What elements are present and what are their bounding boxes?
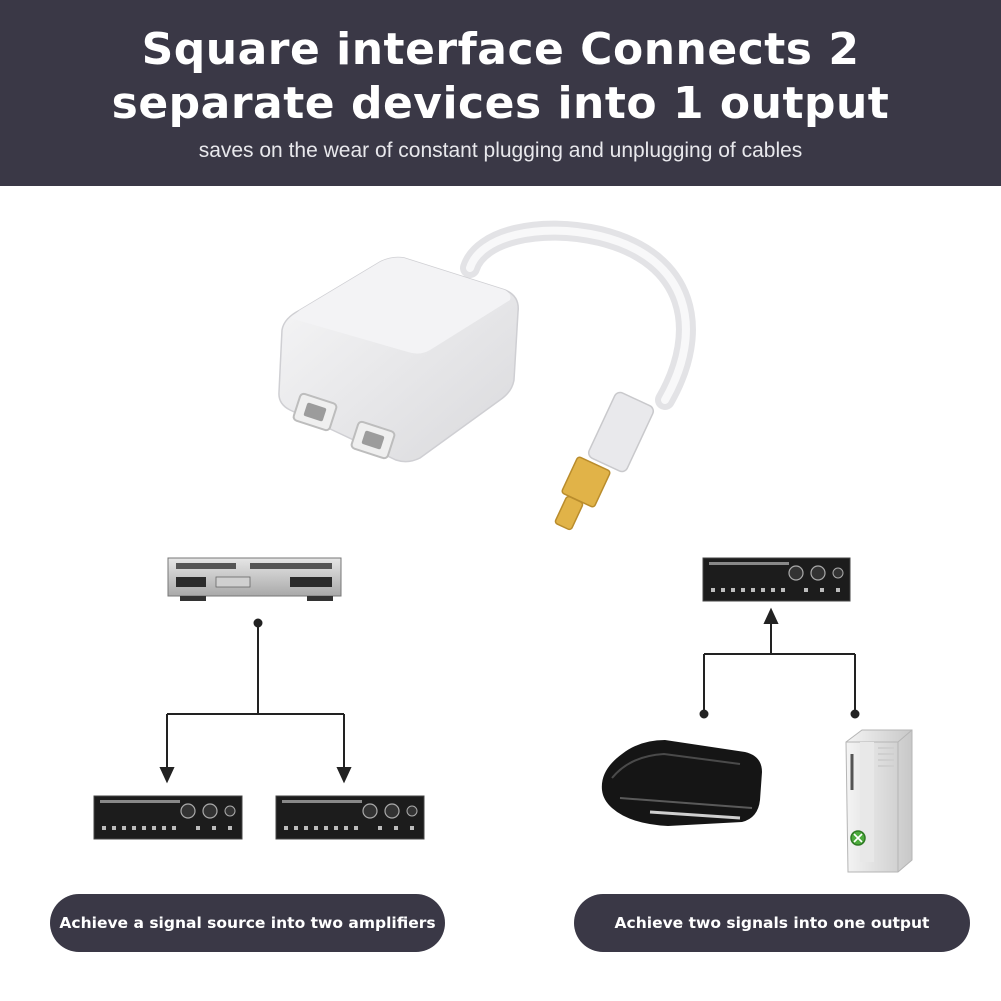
header-banner: Square interface Connects 2 separate dev… xyxy=(0,0,1001,186)
headline-line-1: Square interface Connects 2 xyxy=(141,24,860,75)
amplifier-icon xyxy=(702,557,851,602)
subheadline: saves on the wear of constant plugging a… xyxy=(198,139,803,162)
headline-line-2: separate devices into 1 output xyxy=(111,78,890,129)
game-console-icon xyxy=(601,740,762,826)
split-connector-lines xyxy=(159,618,352,784)
amplifier-icon xyxy=(93,795,243,840)
caption-two-signals-one-output: Achieve two signals into one output xyxy=(574,894,970,952)
caption-signal-to-two-amplifiers: Achieve a signal source into two amplifi… xyxy=(50,894,445,952)
amplifier-icon xyxy=(275,795,425,840)
xbox-console-icon xyxy=(845,729,913,873)
optical-splitter-image xyxy=(278,220,696,531)
dvd-player-icon xyxy=(167,557,342,601)
merge-connector-lines xyxy=(699,607,860,719)
